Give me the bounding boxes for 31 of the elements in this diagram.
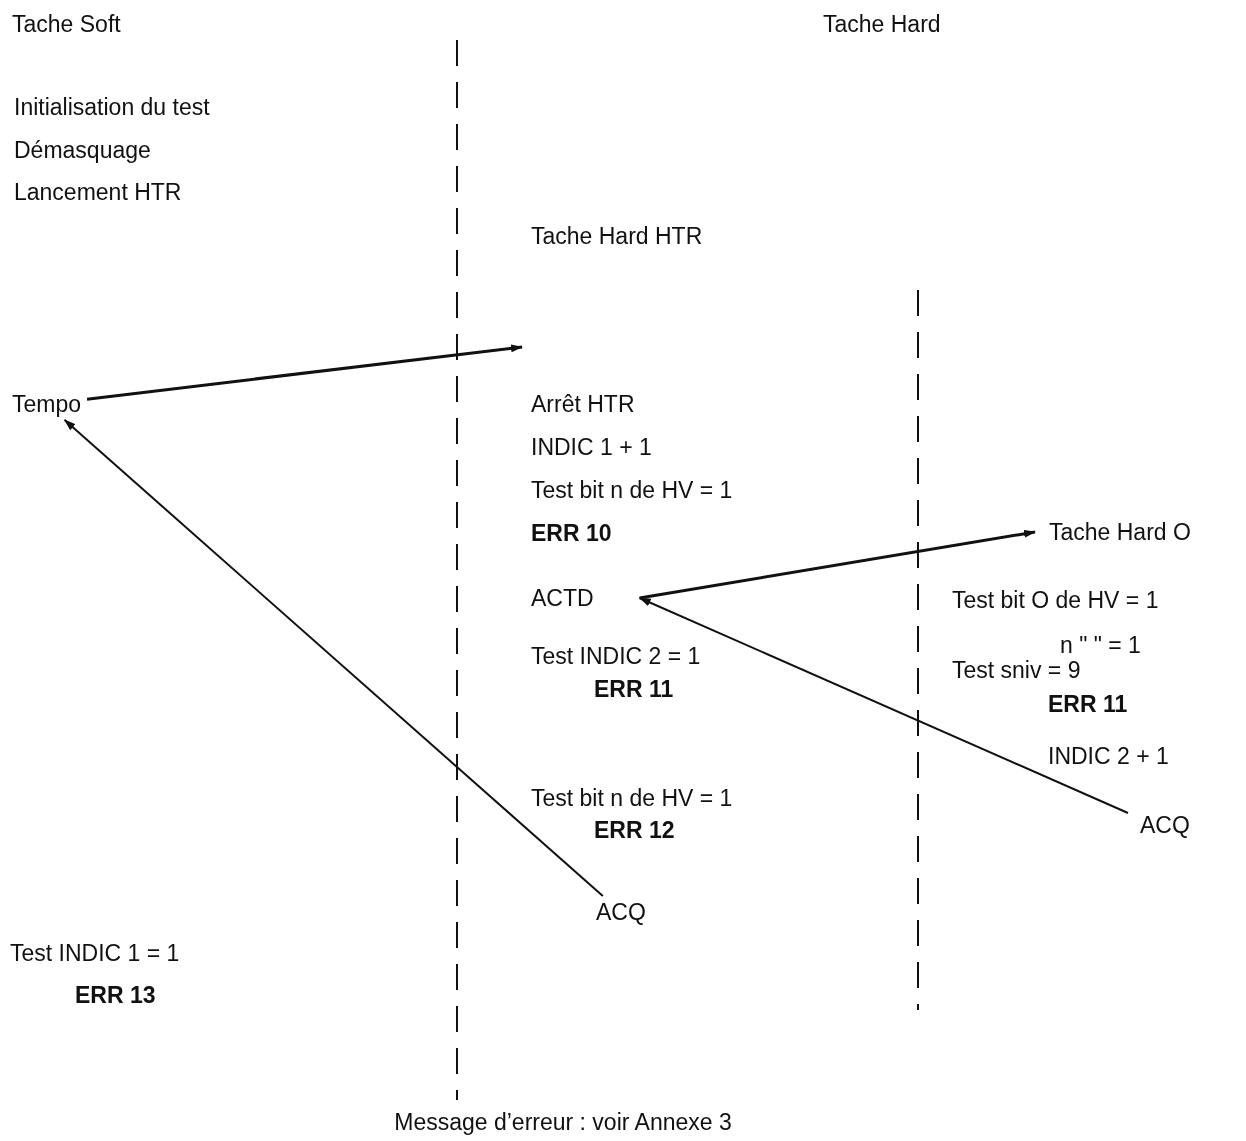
lane-heading: Tache Hard bbox=[823, 10, 941, 38]
step-label: Test bit n de HV = 1 bbox=[531, 476, 733, 504]
error-code: ERR 11 bbox=[594, 675, 674, 703]
arrow bbox=[86, 344, 523, 401]
step-label: Arrêt HTR bbox=[531, 390, 635, 418]
signal-label: ACTD bbox=[531, 584, 594, 612]
arrow bbox=[639, 529, 1036, 600]
signal-label: ACQ bbox=[1140, 811, 1190, 839]
step-label: INDIC 1 + 1 bbox=[531, 433, 652, 461]
task-heading: Tache Hard O bbox=[1049, 518, 1191, 546]
task-heading: Tache Hard HTR bbox=[531, 222, 703, 250]
step-label: Test INDIC 2 = 1 bbox=[531, 642, 701, 670]
step-label: Tempo bbox=[12, 390, 82, 418]
caption: Message d’erreur : voir Annexe 3 bbox=[393, 1108, 733, 1136]
step-label: Test INDIC 1 = 1 bbox=[10, 939, 180, 967]
signal-label: ACQ bbox=[596, 898, 646, 926]
error-code: ERR 10 bbox=[531, 519, 612, 547]
step-label: Test bit O de HV = 1 bbox=[952, 586, 1159, 614]
step-label: INDIC 2 + 1 bbox=[1048, 742, 1169, 770]
arrow bbox=[63, 419, 604, 897]
step-label: Initialisation du test bbox=[14, 93, 210, 121]
error-code: ERR 11 bbox=[1048, 690, 1128, 718]
error-code: ERR 13 bbox=[75, 981, 156, 1009]
error-code: ERR 12 bbox=[594, 816, 675, 844]
lane-heading: Tache Soft bbox=[12, 10, 121, 38]
step-label: Lancement HTR bbox=[14, 178, 182, 206]
step-label: n " " = 1 bbox=[1060, 631, 1141, 659]
arrow bbox=[638, 597, 1129, 814]
step-label: Démasquage bbox=[14, 136, 151, 164]
step-label: Test sniv = 9 bbox=[952, 656, 1081, 684]
step-label: Test bit n de HV = 1 bbox=[531, 784, 733, 812]
